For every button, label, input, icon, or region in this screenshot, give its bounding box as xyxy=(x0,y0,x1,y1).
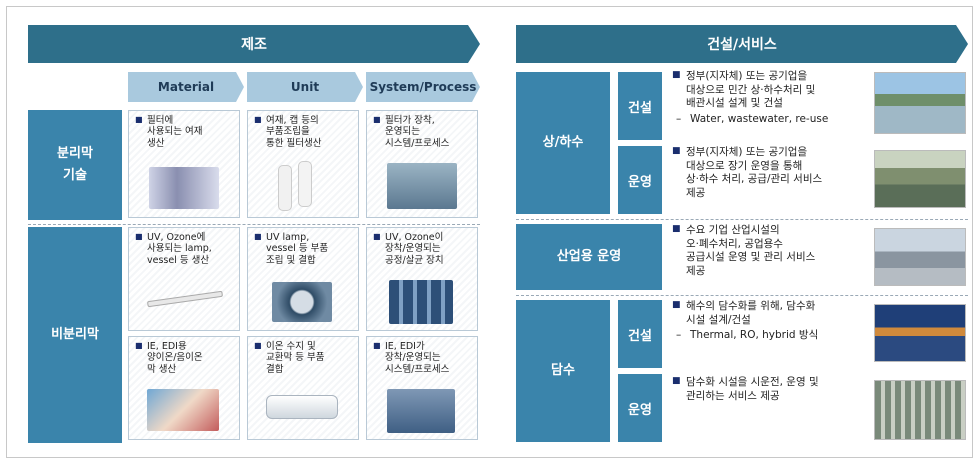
group-desalination: 담수 xyxy=(516,300,610,442)
group-industrial-operation: 산업용 운영 xyxy=(516,224,662,290)
desalination-operation-photo xyxy=(874,380,966,440)
cell-ie-system: IE, EDI가 장착/운영되는 시스템/프로세스 xyxy=(366,336,478,440)
desalination-plant-photo xyxy=(874,304,966,362)
sub-operation-1: 운영 xyxy=(618,146,662,214)
group-water-sewage: 상/하수 xyxy=(516,72,610,214)
uv-lamp-image xyxy=(146,290,224,308)
cell-ie-material: IE, EDI용 양이온/음이온 막 생산 xyxy=(128,336,240,440)
cell-uv-unit: UV lamp, vessel 등 부품 조립 및 결합 xyxy=(247,227,359,331)
uv-vessel-image xyxy=(272,282,332,322)
ion-membrane-image xyxy=(147,389,219,431)
service-item-1: 정부(지자체) 또는 공기업을 대상으로 민간 상·하수처리 및 배관시설 설계… xyxy=(672,70,868,127)
row-head-non-membrane: 비분리막 xyxy=(28,227,122,443)
edi-system-image xyxy=(387,389,455,433)
cell-uv-material: UV, Ozone에 사용되는 lamp, vessel 등 생산 xyxy=(128,227,240,331)
cell-membrane-material: 필터에 사용되는 여재 생산 xyxy=(128,110,240,218)
water-plant-photo xyxy=(874,72,966,134)
group-divider-2 xyxy=(516,295,968,296)
industrial-facility-photo xyxy=(874,228,966,286)
construction-service-banner: 건설/서비스 xyxy=(516,25,968,63)
col-head-material: Material xyxy=(128,72,244,102)
manufacturing-title: 제조 xyxy=(241,37,267,53)
cell-ie-unit: 이온 수지 및 교환막 등 부품 결합 xyxy=(247,336,359,440)
cell-membrane-unit: 여재, 캡 등의 부품조립을 통한 필터생산 xyxy=(247,110,359,218)
service-item-4: 해수의 담수화를 위해, 담수화 시설 설계/건설 Thermal, RO, h… xyxy=(672,300,868,343)
filter-cartridge-image xyxy=(298,161,312,207)
group-divider-1 xyxy=(516,219,968,220)
service-item-3: 수요 기업 산업시설의 오·폐수처리, 공업용수 공급시설 운영 및 관리 서비… xyxy=(672,224,868,279)
service-item-5: 담수화 시설을 시운전, 운영 및 관리하는 서비스 제공 xyxy=(672,376,868,403)
ion-resin-module-image xyxy=(266,395,338,419)
construction-service-title: 건설/서비스 xyxy=(707,37,777,53)
filter-media-image xyxy=(149,167,219,209)
sub-operation-2: 운영 xyxy=(618,374,662,442)
sub-construction-1: 건설 xyxy=(618,72,662,140)
manufacturing-banner: 제조 xyxy=(28,25,480,63)
cell-membrane-system: 필터가 장착, 운영되는 시스템/프로세스 xyxy=(366,110,478,218)
treatment-basin-photo xyxy=(874,150,966,208)
sterilizer-image xyxy=(389,280,453,324)
filter-cartridge-image xyxy=(278,165,292,211)
row-head-membrane: 분리막 기술 xyxy=(28,110,122,220)
col-head-system: System/Process xyxy=(366,72,480,102)
sub-construction-2: 건설 xyxy=(618,300,662,368)
col-head-unit: Unit xyxy=(247,72,363,102)
cell-uv-system: UV, Ozone이 장착/운영되는 공정/살균 장치 xyxy=(366,227,478,331)
filter-system-image xyxy=(387,163,457,209)
row-divider xyxy=(28,224,480,225)
service-item-2: 정부(지자체) 또는 공기업을 대상으로 장기 운영을 통해 상·하수 처리, … xyxy=(672,146,868,201)
